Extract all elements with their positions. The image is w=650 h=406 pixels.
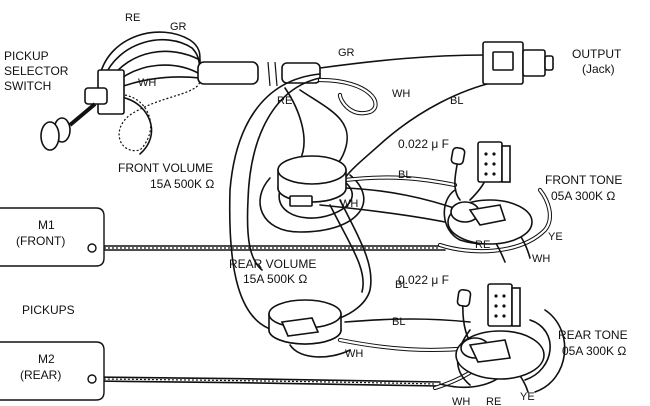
pickup-m1 — [0, 207, 105, 267]
wire-label-wh-switch: WH — [138, 77, 156, 89]
pickup-m2 — [0, 341, 105, 401]
rear-tone-spec: 05A 300K Ω — [562, 344, 626, 358]
front-tone-pot — [447, 199, 533, 245]
wire-label-ye-front: YE — [548, 231, 563, 243]
selector-label-line1: PICKUP — [4, 49, 49, 63]
wire-label-re-front: RE — [475, 239, 490, 251]
output-jack — [482, 41, 554, 85]
wire-label-re-top: RE — [125, 12, 140, 24]
wire-label-bl-out: BL — [450, 95, 463, 107]
front-volume-label: FRONT VOLUME — [118, 161, 213, 175]
selector-label-line2: SELECTOR — [4, 64, 69, 78]
m2-sublabel: (REAR) — [20, 368, 61, 382]
wire-label-gr-mid: GR — [338, 47, 355, 59]
m1-sublabel: (FRONT) — [16, 234, 65, 248]
wire-label-wh-rear: WH — [345, 348, 363, 360]
wire-label-gr-top: GR — [170, 21, 187, 33]
wire-label-wh-front-tone: WH — [532, 253, 550, 265]
rear-volume-spec: 15A 500K Ω — [243, 272, 307, 286]
wire-harness — [91, 31, 566, 393]
rear-tone-label: REAR TONE — [558, 328, 628, 342]
wire-label-bl-front: BL — [398, 169, 411, 181]
wire-label-re-mid: RE — [277, 95, 292, 107]
front-capacitor — [450, 146, 466, 166]
rear-tone-pot — [455, 330, 545, 380]
front-volume-pot — [277, 155, 347, 207]
selector-label-line3: SWITCH — [4, 79, 51, 93]
rear-volume-label: REAR VOLUME — [229, 257, 316, 271]
rear-volume-pot — [268, 299, 342, 345]
front-capacitor-label: 0.022 μ F — [398, 137, 449, 151]
wire-label-ye-rear: YE — [520, 391, 535, 403]
wire-label-bl-rear: BL — [392, 316, 405, 328]
front-tone-label: FRONT TONE — [545, 173, 622, 187]
front-tone-spec: 05A 300K Ω — [551, 189, 615, 203]
wire-label-re-bottom: RE — [486, 396, 501, 406]
rear-terminal-block — [487, 283, 521, 327]
front-volume-spec: 15A 500K Ω — [150, 177, 214, 191]
pickup-selector-switch — [40, 69, 125, 151]
m1-label: M1 — [38, 218, 55, 232]
output-label: OUTPUT — [572, 47, 622, 61]
output-sublabel: (Jack) — [582, 62, 615, 76]
pickups-label: PICKUPS — [22, 303, 75, 317]
front-terminal-block — [477, 141, 511, 183]
wire-label-wh-bottom: WH — [452, 396, 470, 406]
rear-capacitor-label: 0.022 μ F — [398, 273, 449, 287]
m2-label: M2 — [38, 352, 55, 366]
wire-label-bl-rear-vert: BL — [395, 279, 408, 291]
wire-label-wh-front: WH — [340, 198, 358, 210]
wire-label-wh-mid: WH — [392, 88, 410, 100]
rear-capacitor — [456, 288, 472, 308]
